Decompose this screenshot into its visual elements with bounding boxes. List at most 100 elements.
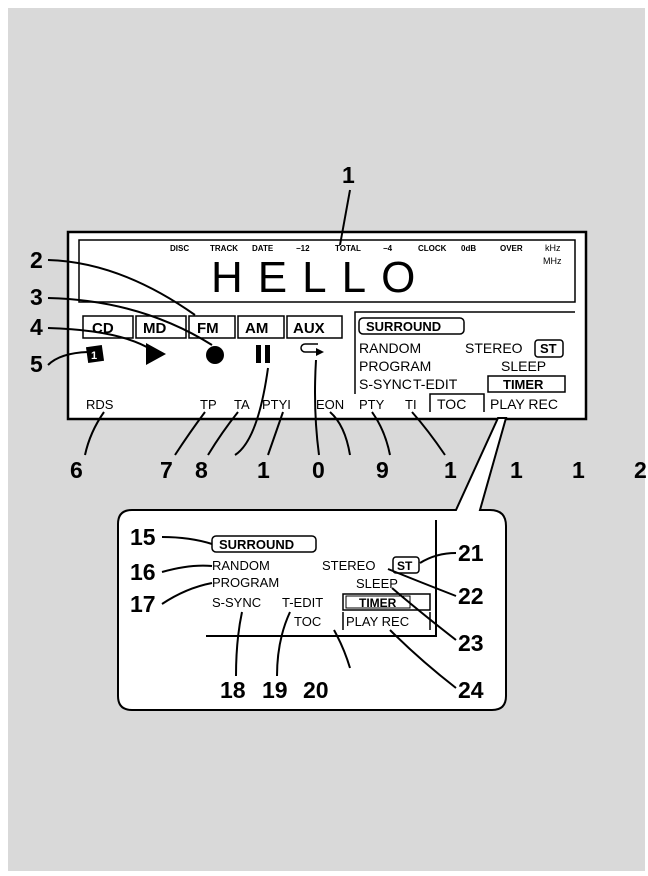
source-box-aux [286,315,343,339]
display-message: HELLO [211,253,430,302]
record-icon [206,346,224,364]
inset-label-stereo: STEREO [322,558,375,573]
inset-leader-17 [161,582,213,605]
callout-1-b: 1 [444,457,457,483]
callout-5: 5 [30,351,43,377]
label-ssync: S-SYNC [359,376,412,392]
inset-label-play-rec: PLAY REC [346,614,409,629]
source-box-fm [188,315,236,339]
st-box [534,339,564,358]
source-aux: AUX [293,320,325,337]
label-program: PROGRAM [359,358,431,374]
inset-callout-24: 24 [458,677,484,703]
indicator-date: DATE [252,244,274,253]
leader-1-ti [411,411,446,456]
label-eon: EON [316,397,344,412]
leader-7 [174,411,206,456]
label-pty: PTY [359,397,385,412]
inset-callout-17: 17 [130,591,156,617]
label-timer: TIMER [503,377,544,392]
callout-7: 7 [160,457,173,483]
label-play-rec: PLAY REC [490,396,558,412]
pause-icon-right [265,345,270,363]
callout-1-a: 1 [257,457,270,483]
inset-leader-20 [333,629,351,669]
callout-0: 0 [312,457,325,483]
inset-label-program: PROGRAM [212,575,279,590]
disc-number: 1 [91,350,97,362]
label-tedit: T-EDIT [413,376,458,392]
indicator-0db: 0dB [461,244,476,253]
inset-callout-20: 20 [303,677,329,703]
label-ptyi: PTYI [262,397,291,412]
inset-callout-16: 16 [130,559,156,585]
label-sleep: SLEEP [501,358,546,374]
inset-play-rec-border [342,612,431,630]
callout-2-right: 2 [634,457,647,483]
callout-1-d: 1 [572,457,585,483]
leader-eon [329,411,351,456]
message-area [78,239,576,303]
leader-1-ptyi [267,411,284,456]
inset-leader-15 [161,536,213,545]
indicator-total: TOTAL [335,244,361,253]
inset-leader-16 [161,564,213,573]
toc-box-border [429,393,485,412]
leader-1-pause [234,367,269,456]
leader-0 [314,359,320,456]
leader-6 [84,411,105,456]
unit-khz: kHz [545,243,561,253]
timer-box [487,375,566,393]
inset-callout-22: 22 [458,583,484,609]
leader-2 [47,259,196,316]
repeat-arrow-icon [316,348,324,356]
inset-st-box [392,556,420,574]
label-rds: RDS [86,397,114,412]
indicator-minus-4: −4 [383,244,393,253]
inset-label-toc: TOC [294,614,321,629]
inset-leader-19 [276,611,291,677]
source-fm: FM [197,320,219,337]
source-box-md [135,315,187,339]
pause-icon-left [256,345,261,363]
label-surround: SURROUND [366,319,441,334]
leader-8 [207,411,239,456]
indicator-over: OVER [500,244,523,253]
label-toc: TOC [437,396,466,412]
inset-label-surround: SURROUND [219,537,294,552]
inset-leader-18 [235,611,243,677]
callout-8: 8 [195,457,208,483]
callout-3: 3 [30,284,43,310]
callout-2: 2 [30,247,43,273]
inset-label-random: RANDOM [212,558,270,573]
leader-9 [371,411,391,456]
inset-leader-24 [389,629,457,689]
inset-panel-border [206,520,437,637]
label-st: ST [540,341,557,356]
inset-leader-21 [419,552,457,564]
label-random: RANDOM [359,340,421,356]
label-stereo: STEREO [465,340,523,356]
label-ti: TI [405,397,417,412]
indicator-disc: DISC [170,244,189,253]
indicator-clock: CLOCK [418,244,447,253]
disc-number-icon [85,344,105,364]
inset-leader-23 [391,587,457,641]
inset-label-st: ST [397,559,413,573]
inset-callout-18: 18 [220,677,246,703]
inset-leader-22 [387,568,457,597]
label-ta: TA [234,397,250,412]
inset-label-tedit: T-EDIT [282,595,323,610]
inset-callout-15: 15 [130,524,156,550]
label-tp: TP [200,397,217,412]
source-md: MD [143,320,166,337]
callout-4: 4 [30,314,43,340]
callout-1-top: 1 [342,162,355,188]
gray-background [8,8,645,871]
inset-callout-23: 23 [458,630,484,656]
inset-label-sleep: SLEEP [356,576,398,591]
surround-box [358,317,465,335]
leader-5 [47,351,89,366]
